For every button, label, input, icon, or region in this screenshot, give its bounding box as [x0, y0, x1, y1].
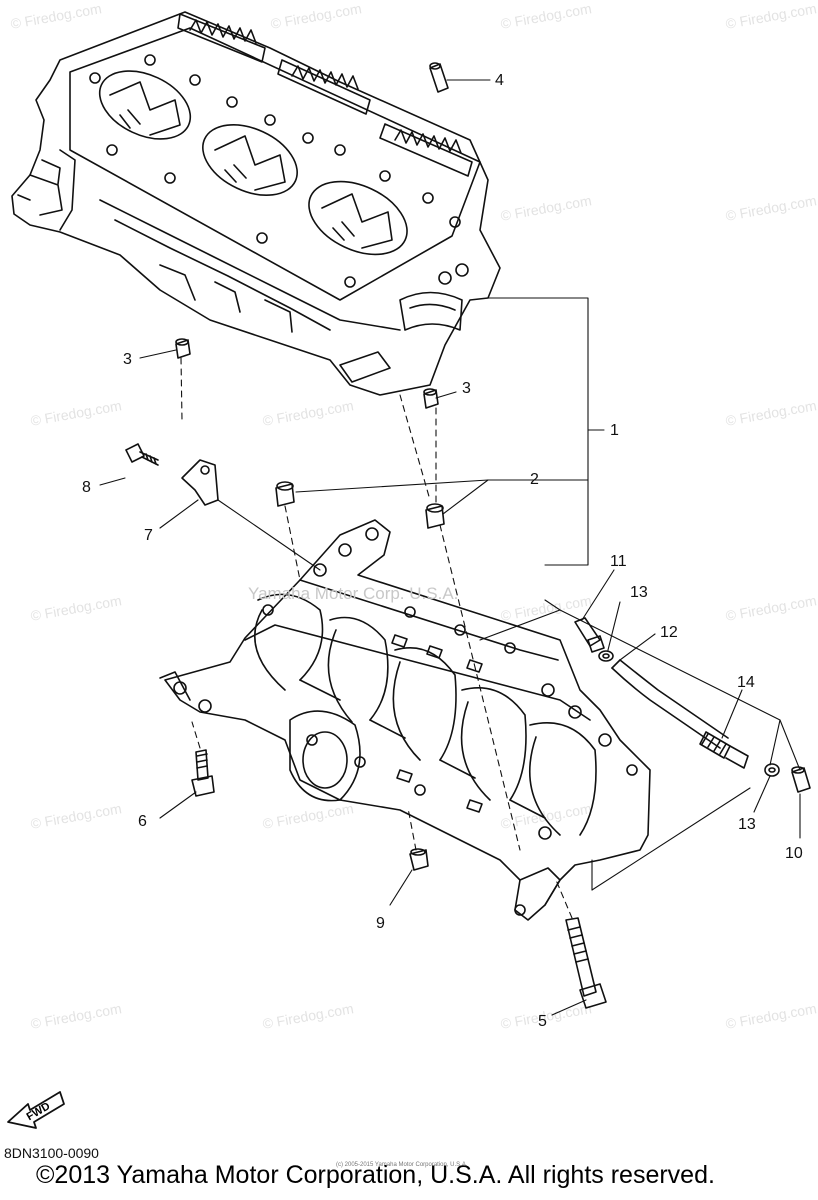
- callout-3-left: 3: [123, 351, 132, 368]
- part-8-bolt: [125, 443, 159, 466]
- callout-3-right: 3: [462, 380, 471, 397]
- callout-10: 10: [785, 845, 803, 862]
- part-5-bolt: [565, 917, 607, 1009]
- inline-watermark: Yamaha Motor Corp. U.S.A.: [248, 584, 459, 603]
- part-13-clamp-upper: [598, 650, 614, 662]
- part-2-dowel-b: [425, 503, 445, 529]
- upper-crankcase: [11, 11, 501, 396]
- callout-9: 9: [376, 915, 385, 932]
- part-2-dowel-a: [275, 481, 295, 507]
- callout-7: 7: [144, 527, 153, 544]
- part-10-fitting: [791, 766, 811, 793]
- part-3-dowel-right: [423, 388, 439, 409]
- copyright-notice: ©2013 Yamaha Motor Corporation, U.S.A. A…: [36, 1161, 715, 1189]
- callout-4: 4: [495, 72, 504, 89]
- callout-12: 12: [660, 624, 678, 641]
- callout-8: 8: [82, 479, 91, 496]
- fwd-label: FWD: [25, 1100, 53, 1123]
- tiny-notice: (c) 2005-2015 Yamaha Motor Corporation, …: [336, 1162, 468, 1168]
- part-11-fitting: [574, 617, 605, 653]
- part-12-hose: [611, 659, 729, 749]
- callout-13-lower: 13: [738, 816, 756, 833]
- callout-14: 14: [737, 674, 755, 691]
- fwd-text: FWD: [25, 1100, 53, 1123]
- callout-11: 11: [610, 553, 627, 570]
- part-6-bolt: [191, 749, 215, 797]
- leader-lines: [99, 79, 801, 1016]
- part-3-dowel-left: [175, 338, 191, 359]
- callout-5: 5: [538, 1013, 547, 1030]
- callout-2: 2: [530, 471, 539, 488]
- part-9-pin: [409, 848, 429, 871]
- diagram-code: 8DN3100-0090: [4, 1145, 99, 1161]
- part-13-clamp-lower: [764, 763, 780, 777]
- part-14-sleeve: [699, 731, 749, 769]
- callout-1: 1: [610, 422, 619, 439]
- lower-crankcase: [159, 519, 651, 921]
- part-7-bracket: [181, 459, 219, 506]
- callout-6: 6: [138, 813, 147, 830]
- part-4-pin: [429, 62, 449, 93]
- fwd-arrow-icon: [7, 1091, 65, 1129]
- callout-13-upper: 13: [630, 584, 648, 601]
